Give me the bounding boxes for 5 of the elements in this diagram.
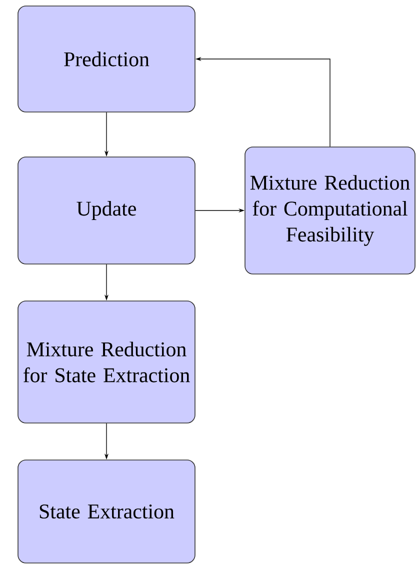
process-box: Mixture Reduction for State Extraction	[18, 300, 196, 424]
process-box: Prediction	[18, 6, 196, 112]
process-box: Update	[18, 156, 196, 264]
process-box: Mixture Reduction for Computational Feasibility	[244, 146, 416, 274]
process-box: State Extraction	[18, 460, 196, 564]
